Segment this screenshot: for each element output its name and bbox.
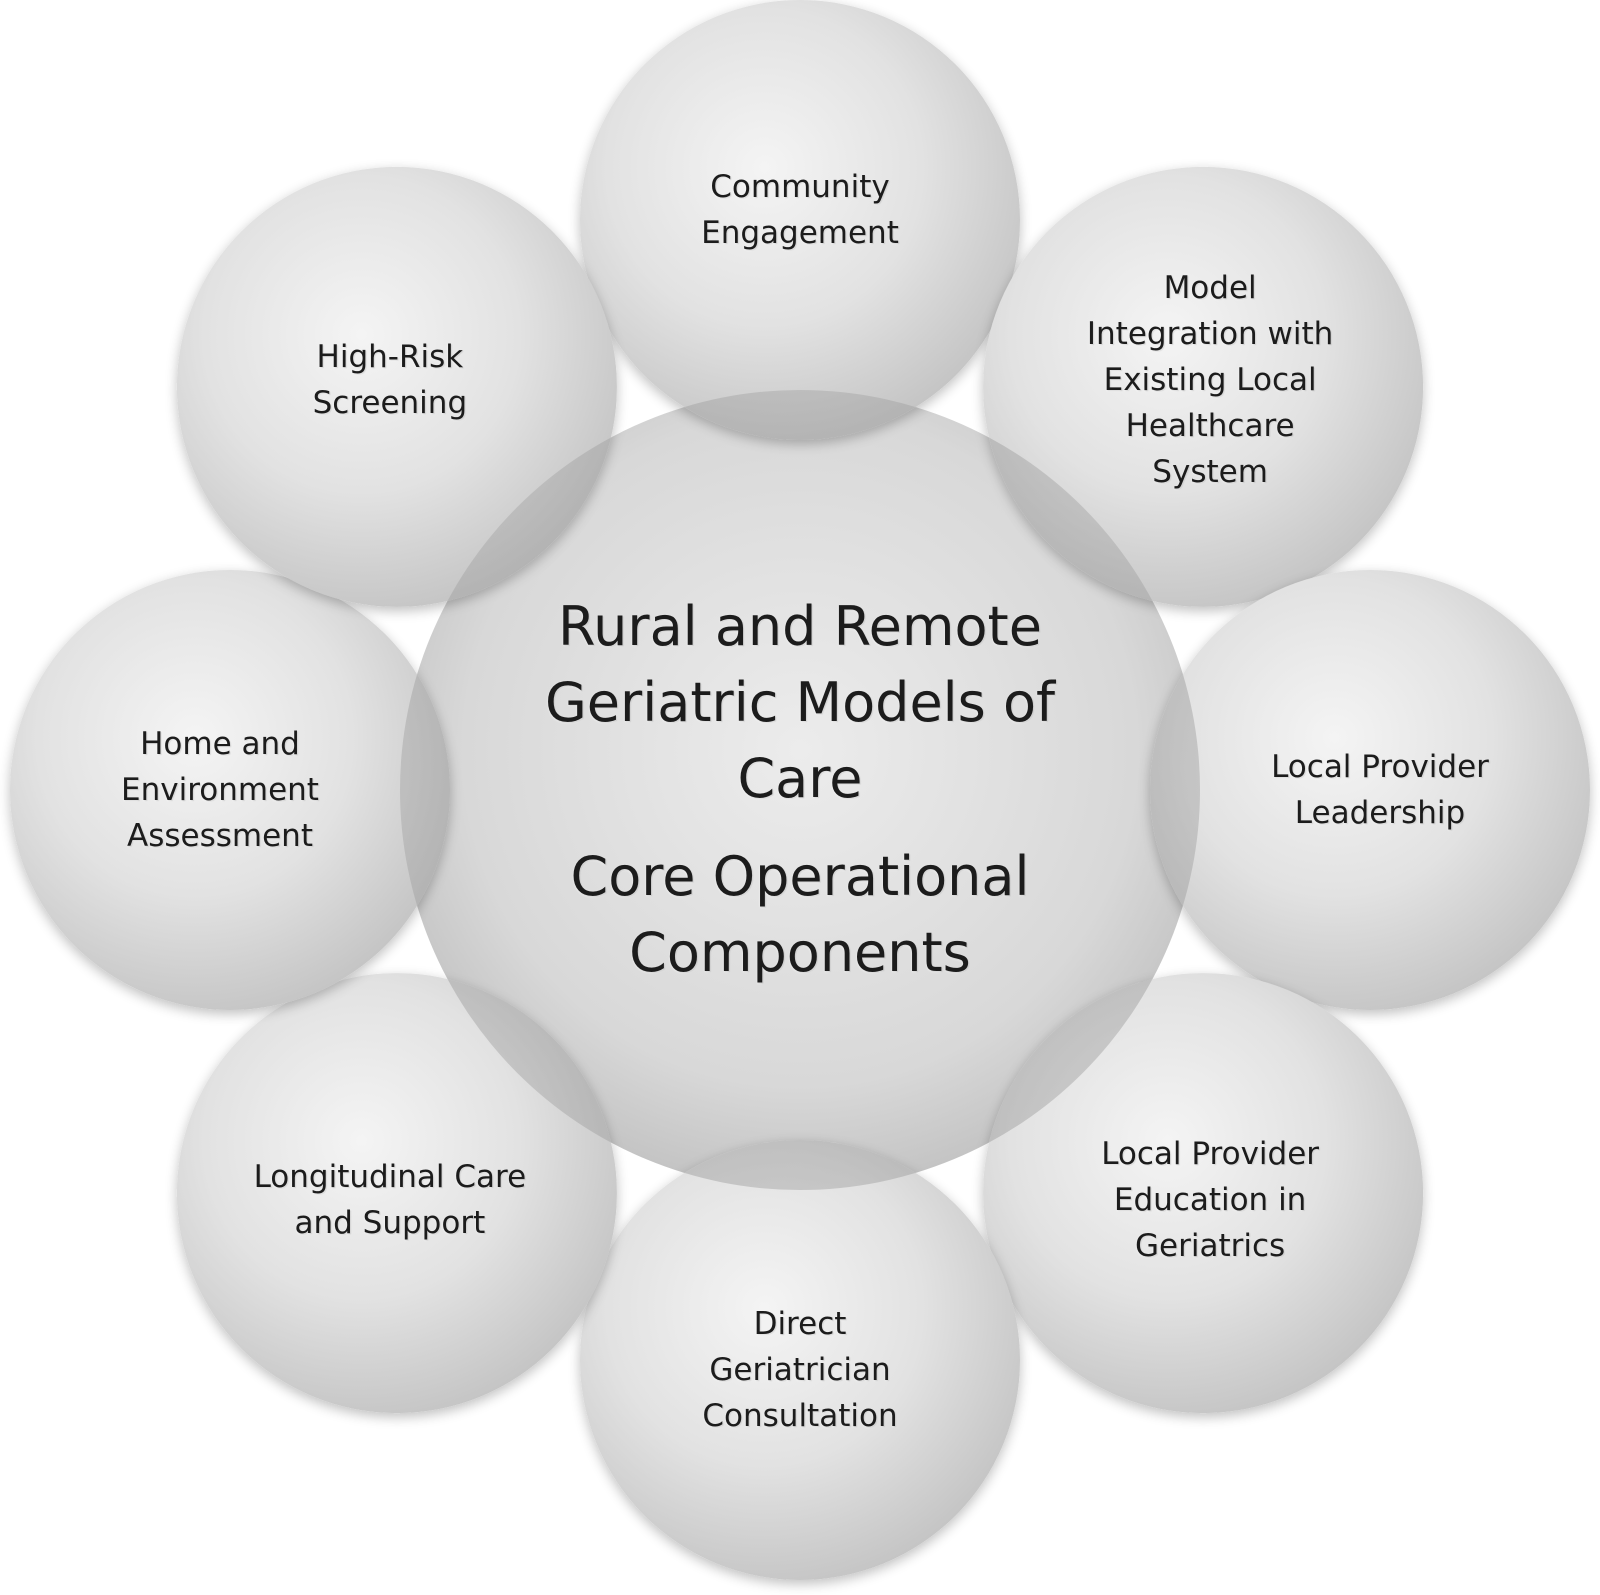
component-label-line: Direct [753, 1306, 847, 1342]
component-label-line: Integration with [1086, 315, 1334, 352]
component-label-line: Engagement [701, 215, 899, 251]
component-label-longitudinal-care: Longitudinal Care and Support [220, 1050, 560, 1350]
center-title-line: Care [737, 747, 863, 810]
satellite-layer [10, 0, 1590, 1580]
component-label-line: High-Risk [316, 338, 464, 375]
component-circle-local-provider-education [983, 973, 1424, 1414]
component-circle-home-environment-assessment [10, 570, 450, 1010]
center-subtitle: Core Operational Components [571, 839, 1030, 991]
component-circle-direct-geriatrician-consultation [580, 1140, 1020, 1580]
component-label-line: Screening [312, 384, 468, 421]
component-label-line: Consultation [702, 1398, 898, 1434]
component-label-line: Longitudinal Care [253, 1159, 527, 1196]
center-subtitle-line: Components [629, 921, 971, 984]
component-label-line: Home and [140, 726, 300, 762]
component-label-line: Healthcare [1125, 407, 1295, 444]
center-title: Rural and Remote Geriatric Models of Car… [545, 589, 1055, 817]
component-label-line: Environment [121, 772, 319, 808]
component-label-line: Geriatrics [1135, 1228, 1286, 1265]
center-title-line: Geriatric Models of [544, 671, 1056, 734]
component-circle-local-provider-leadership [1150, 570, 1590, 1010]
component-label-line: Local Provider [1101, 1136, 1320, 1173]
component-circle-high-risk-screening [176, 166, 617, 607]
center-title-line: Rural and Remote [558, 595, 1042, 658]
center-circle [400, 390, 1200, 1190]
component-label-line: Education in [1113, 1182, 1307, 1219]
center-subtitle-line: Core Operational [570, 845, 1030, 908]
component-circle-community-engagement [580, 0, 1020, 440]
component-label-line: Geriatrician [709, 1352, 891, 1388]
component-label-line: and Support [294, 1205, 486, 1242]
component-circle-model-integration [983, 166, 1424, 607]
center-layer [400, 390, 1200, 1190]
component-label-line: Assessment [127, 818, 313, 854]
center-label: Rural and Remote Geriatric Models of Car… [480, 530, 1120, 1050]
component-circle-longitudinal-care [176, 973, 617, 1414]
component-label-line: Model [1163, 269, 1257, 306]
component-label-line: Existing Local [1103, 361, 1317, 398]
component-label-line: Leadership [1294, 795, 1466, 831]
component-label-line: Local Provider [1271, 749, 1489, 785]
component-label-line: System [1152, 453, 1268, 490]
component-label-line: Community [710, 169, 890, 205]
